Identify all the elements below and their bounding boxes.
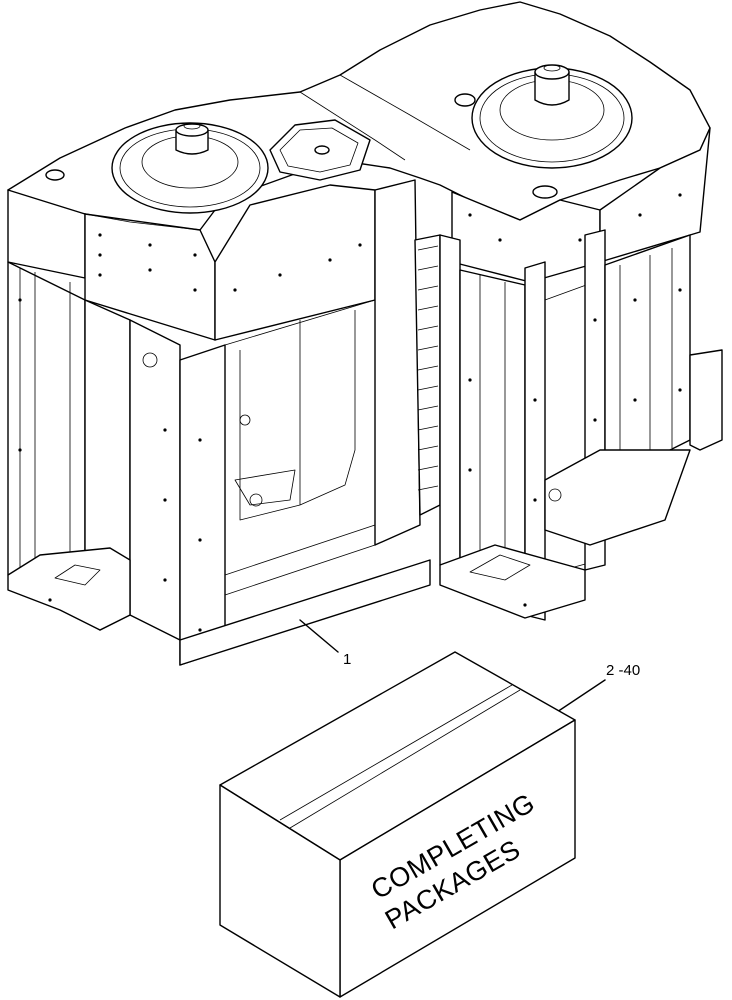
left-channel — [129, 319, 181, 641]
bolt-holes — [18, 193, 682, 632]
left-base-plate — [7, 547, 131, 631]
left-motor-housing — [111, 122, 269, 214]
center-interior — [224, 299, 376, 521]
right-side-extension — [604, 234, 691, 471]
right-motor-housing — [471, 64, 633, 169]
callout-number-1: 1 — [343, 651, 351, 668]
left-top-boss — [45, 169, 65, 181]
right-rear-base — [544, 449, 691, 546]
filler-opening — [269, 119, 371, 181]
left-side-wall — [7, 261, 86, 601]
slotted-rail — [414, 234, 441, 516]
right-inner-frame — [439, 234, 461, 566]
box-left-face — [219, 784, 341, 998]
completing-packages-box: COMPLETING PACKAGES — [219, 651, 576, 998]
right-front-post — [524, 261, 546, 621]
front-crossbar — [179, 559, 431, 666]
callout-packages: 2 -40 — [547, 662, 640, 719]
callout-frame: 1 — [299, 619, 351, 668]
center-top-boss — [454, 93, 476, 107]
center-front-block — [214, 184, 376, 341]
right-base-plate — [439, 544, 586, 619]
frame-assembly — [7, 1, 723, 666]
right-bracket — [689, 349, 723, 451]
center-post — [374, 179, 421, 546]
front-u-frame — [179, 344, 226, 666]
right-top-boss — [532, 185, 558, 199]
callout-number-2-40: 2 -40 — [606, 662, 640, 679]
